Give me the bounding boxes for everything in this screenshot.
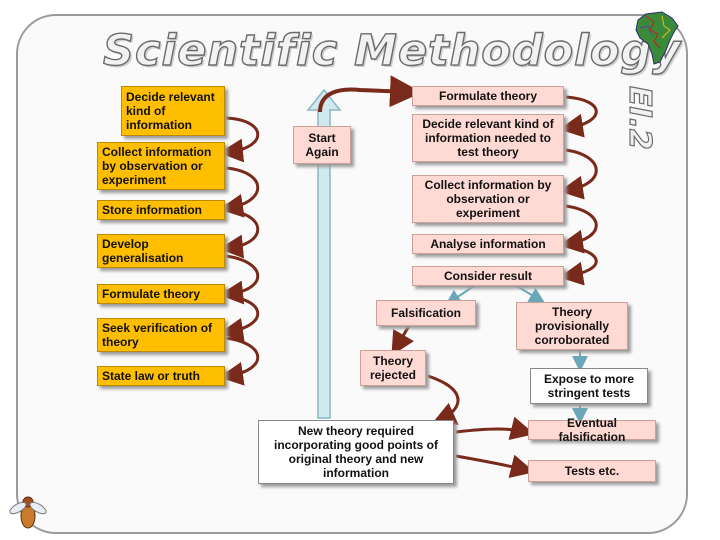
arrow-to-rejected [391, 323, 414, 356]
left-step-store: Store information [97, 200, 225, 220]
arrow-right-1 [559, 95, 598, 138]
arrow-right-4 [559, 244, 598, 286]
left-step-collect: Collect information by observation or ex… [97, 142, 225, 190]
right-step-decide: Decide relevant kind of information need… [412, 114, 564, 162]
theory-rejected-box: Theory rejected [360, 350, 426, 386]
arrow-left-6 [219, 336, 260, 386]
falsification-box: Falsification [376, 300, 476, 326]
fly-icon [9, 496, 47, 529]
eventual-falsification-box: Eventual falsification [528, 416, 656, 444]
left-step-state: State law or truth [97, 366, 225, 386]
left-step-decide: Decide relevant kind of information [121, 86, 225, 136]
right-step-analyse: Analyse information [412, 234, 564, 254]
arrow-new-to-tests [455, 454, 535, 479]
right-step-formulate: Formulate theory [412, 86, 564, 106]
start-again-box: Start Again [293, 126, 351, 164]
arrow-left-5 [219, 294, 260, 342]
arrow-left-1 [219, 116, 260, 163]
left-step-develop: Develop generalisation [97, 234, 225, 268]
right-step-collect: Collect information by observation or ex… [412, 175, 564, 223]
start-again-top-arrow [318, 75, 422, 113]
expose-box: Expose to more stringent tests [530, 368, 648, 404]
left-step-seek: Seek verification of theory [97, 318, 225, 352]
new-theory-box: New theory required incorporating good p… [258, 420, 454, 484]
arrow-left-2 [219, 166, 260, 218]
arrow-right-3 [559, 204, 598, 254]
slide-title: Scientific Methodology [102, 25, 682, 76]
africa-map-logo [635, 11, 679, 65]
corroborated-box: Theory provisionally corroborated [516, 302, 628, 350]
arrow-left-3 [219, 208, 260, 259]
left-step-formulate: Formulate theory [97, 284, 225, 304]
arrow-rejected-to-new [427, 374, 460, 425]
start-again-up-arrow [306, 88, 342, 419]
arrow-new-to-eventual [455, 416, 535, 441]
right-step-consider: Consider result [412, 266, 564, 286]
tests-etc-box: Tests etc. [528, 460, 656, 482]
arrow-left-4 [219, 254, 260, 305]
arrow-right-2 [559, 148, 598, 200]
